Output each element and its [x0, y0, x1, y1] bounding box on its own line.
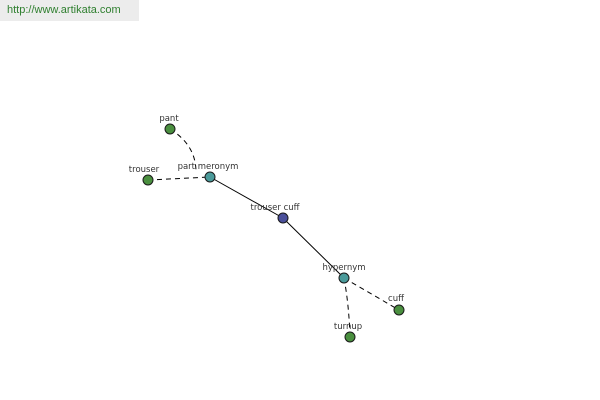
- graph-labels: trouser cuff part meronym hypernym pant …: [129, 114, 405, 332]
- node-trouser[interactable]: [142, 174, 154, 186]
- label-pant[interactable]: pant: [159, 114, 179, 124]
- node-hypernym[interactable]: [338, 272, 350, 284]
- graph-nodes: [142, 123, 405, 343]
- site-url-banner[interactable]: http://www.artikata.com: [0, 0, 139, 21]
- node-pant[interactable]: [164, 123, 176, 135]
- label-trouser[interactable]: trouser: [129, 165, 160, 175]
- label-hypernym[interactable]: hypernym: [322, 263, 365, 273]
- label-center[interactable]: trouser cuff: [251, 203, 301, 213]
- node-center[interactable]: [277, 212, 289, 224]
- label-part-meronym[interactable]: part meronym: [178, 162, 239, 172]
- edge-center-to-hypernym: [282, 217, 345, 279]
- node-part-meronym[interactable]: [204, 171, 216, 183]
- label-turnup[interactable]: turnup: [334, 322, 362, 332]
- node-turnup[interactable]: [344, 331, 356, 343]
- graph-edges: [147, 128, 400, 338]
- node-cuff[interactable]: [393, 304, 405, 316]
- edge-part-meronym-to-trouser: [147, 176, 211, 181]
- label-cuff[interactable]: cuff: [388, 294, 405, 304]
- edge-hypernym-to-cuff: [343, 277, 400, 311]
- edge-center-to-part-meronym: [209, 176, 284, 219]
